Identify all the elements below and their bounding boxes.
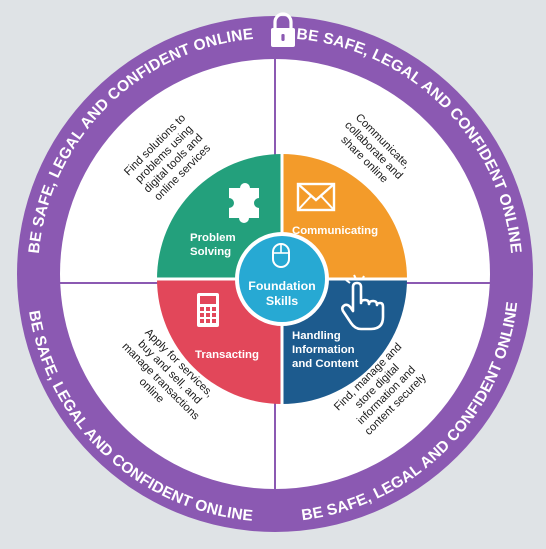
label-handling-line3: and Content (292, 358, 359, 370)
center-circle (235, 232, 329, 326)
label-handling-line2: Information (292, 344, 355, 356)
envelope-icon (296, 182, 336, 212)
label-problem-solving-line2: Solving (190, 246, 231, 258)
label-communicating: Communicating (292, 225, 378, 237)
center-label-line2: Skills (266, 294, 298, 308)
center-label-line1: Foundation (248, 279, 315, 293)
label-handling-line1: Handling (292, 330, 341, 342)
calculator-icon (197, 293, 219, 327)
computer-mouse-icon (272, 243, 290, 268)
puzzle-piece-icon (229, 183, 259, 223)
label-problem-solving-line1: Problem (190, 232, 236, 244)
padlock-icon (271, 12, 295, 47)
pointing-hand-icon (341, 274, 385, 331)
label-transacting: Transacting (195, 349, 259, 361)
